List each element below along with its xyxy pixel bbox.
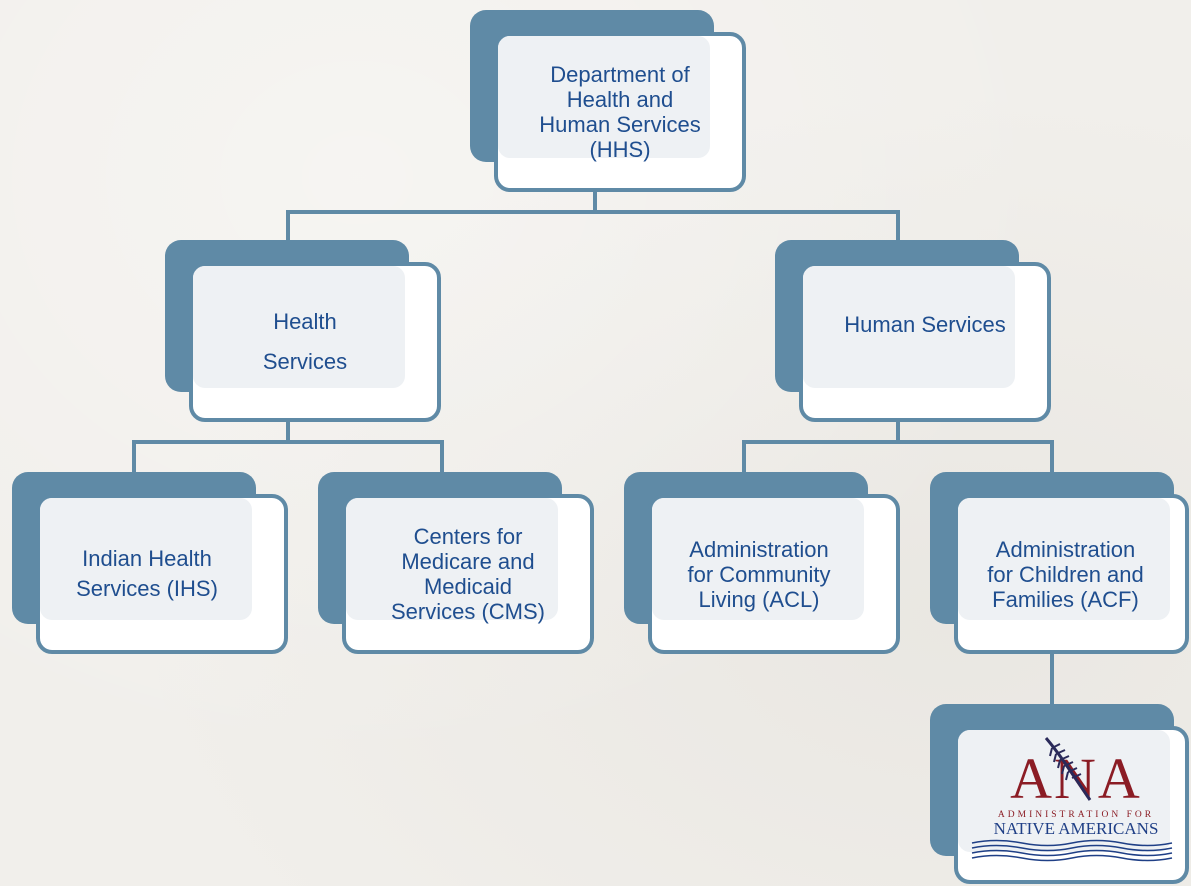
node-health-services: Health Services [165,240,445,424]
node-ihs: Indian Health Services (IHS) [12,472,292,656]
node-human-services-label: Human Services [844,311,1006,337]
node-acf-label: Administration for Children and Families… [987,536,1144,612]
node-acf: Administration for Children and Families… [930,472,1189,656]
node-health-services-label: Health Services [262,309,348,374]
ana-logo-line2: NATIVE AMERICANS [993,819,1159,838]
node-human-services: Human Services [775,240,1055,424]
node-ana: ANA ADMINISTRATION FOR NATIVE AMERICANS [930,704,1189,884]
node-ihs-label: Indian Health Services (IHS) [76,546,218,601]
node-hhs: Department of Health and Human Services … [470,10,750,194]
feather-icon [1044,737,1092,801]
node-hhs-label: Department of Health and Human Services … [539,62,701,162]
node-cms-label: Centers for Medicare and Medicaid Servic… [390,524,545,624]
ana-logo-line1: ADMINISTRATION FOR [997,810,1155,820]
waves-icon [971,839,1173,862]
node-acl: Administration for Community Living (ACL… [624,472,904,656]
node-cms: Centers for Medicare and Medicaid Servic… [318,472,598,656]
ana-logo: ANA ADMINISTRATION FOR NATIVE AMERICANS [966,734,1186,864]
node-acl-label: Administration for Community Living (ACL… [687,536,831,612]
